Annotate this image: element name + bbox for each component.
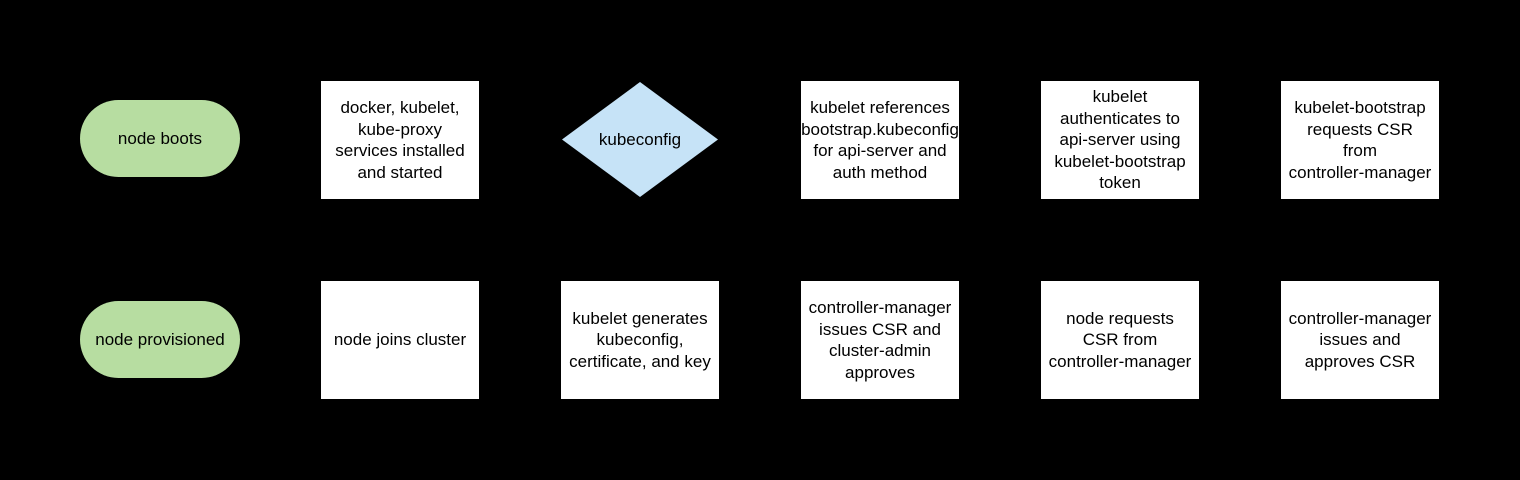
process-kubelet-references: kubelet references bootstrap.kubeconfig …: [801, 81, 959, 199]
process-node-requests-csr: node requests CSR from controller-manage…: [1041, 281, 1199, 399]
process-node-joins-cluster-label: node joins cluster: [333, 330, 467, 350]
process-kubelet-generates-label: kubelet generates kubeconfig, certificat…: [569, 308, 711, 371]
process-node-requests-csr-label: node requests CSR from controller-manage…: [1048, 308, 1192, 371]
process-cm-issues-approves: controller-manager issues and approves C…: [1281, 281, 1439, 399]
process-cm-issues-admin-approves: controller-manager issues CSR and cluste…: [801, 281, 959, 399]
decision-kubeconfig: kubeconfig: [562, 82, 718, 197]
terminator-node-boots: node boots: [80, 100, 240, 177]
process-kubelet-authenticates: kubelet authenticates to api-server usin…: [1041, 81, 1199, 199]
process-docker-services-label: docker, kubelet, kube-proxy services ins…: [335, 98, 465, 182]
process-docker-services: docker, kubelet, kube-proxy services ins…: [321, 81, 479, 199]
process-node-joins-cluster: node joins cluster: [321, 281, 479, 399]
process-kubelet-references-label: kubelet references bootstrap.kubeconfig …: [801, 98, 959, 182]
process-kubelet-generates: kubelet generates kubeconfig, certificat…: [561, 281, 719, 399]
terminator-node-provisioned: node provisioned: [80, 301, 240, 378]
decision-kubeconfig-label: kubeconfig: [598, 129, 682, 149]
process-kubelet-bootstrap-requests-label: kubelet-bootstrap requests CSR from cont…: [1288, 98, 1432, 182]
process-kubelet-bootstrap-requests: kubelet-bootstrap requests CSR from cont…: [1281, 81, 1439, 199]
terminator-node-boots-label: node boots: [117, 128, 203, 148]
process-cm-issues-approves-label: controller-manager issues and approves C…: [1288, 308, 1432, 371]
process-kubelet-authenticates-label: kubelet authenticates to api-server usin…: [1054, 87, 1186, 193]
process-cm-issues-admin-approves-label: controller-manager issues CSR and cluste…: [808, 298, 952, 382]
terminator-node-provisioned-label: node provisioned: [95, 329, 225, 349]
